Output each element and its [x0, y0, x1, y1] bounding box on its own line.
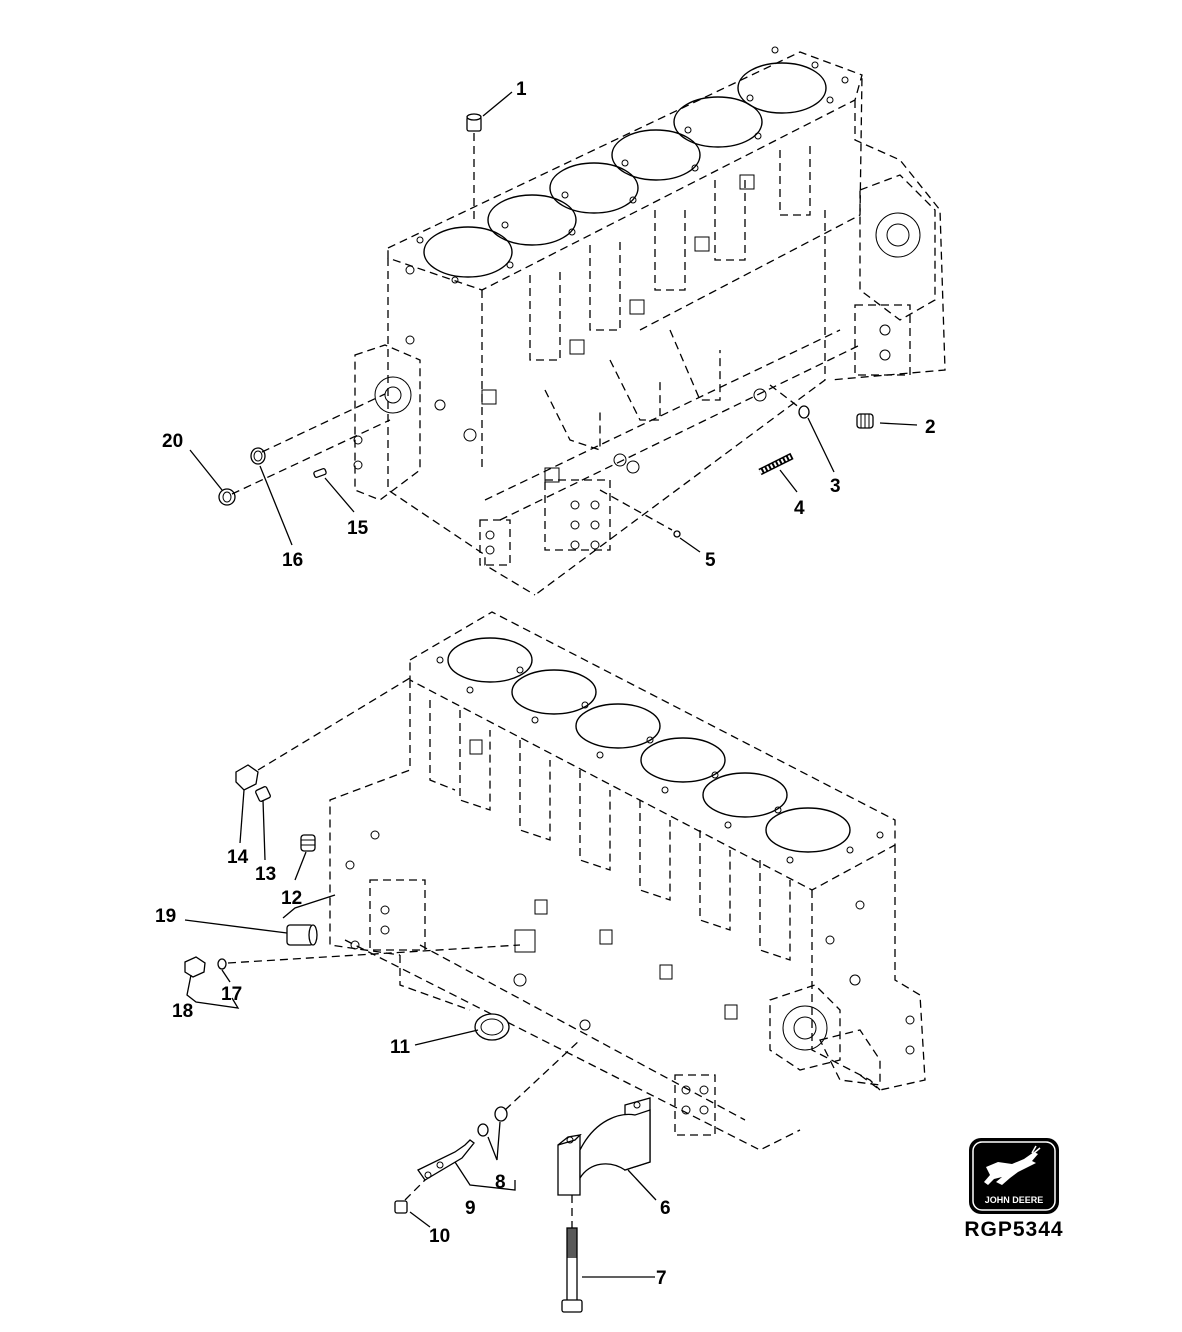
part-7-bolt — [561, 1195, 583, 1313]
part-3-nut — [769, 384, 810, 419]
callout-12: 12 — [281, 888, 302, 909]
callout-10: 10 — [429, 1226, 450, 1247]
part-8-o-rings — [477, 1039, 581, 1137]
logo-text: JOHN DEERE — [985, 1195, 1044, 1205]
callout-4: 4 — [794, 498, 805, 519]
callout-6: 6 — [660, 1198, 671, 1219]
callout-17: 17 — [221, 984, 242, 1005]
upper-cylinder-block — [353, 46, 946, 596]
callout-16: 16 — [282, 550, 303, 571]
part-10-bolt — [394, 1179, 426, 1214]
part-13-plug — [255, 786, 271, 802]
callout-15: 15 — [347, 518, 369, 539]
callout-13: 13 — [255, 864, 276, 885]
callout-3: 3 — [830, 476, 841, 497]
callout-7: 7 — [656, 1268, 667, 1289]
callout-11: 11 — [390, 1037, 411, 1058]
callout-9: 9 — [465, 1198, 476, 1219]
part-16-plug — [250, 447, 266, 465]
part-9-nozzle — [417, 1139, 475, 1181]
part-11-bushing — [474, 1013, 510, 1041]
callout-2: 2 — [925, 417, 936, 438]
callout-8: 8 — [495, 1172, 506, 1193]
callout-1: 1 — [516, 79, 527, 100]
part-5-plug — [599, 489, 681, 538]
part-1-plug — [466, 113, 482, 222]
part-4-stud — [758, 452, 794, 476]
callout-19: 19 — [155, 906, 176, 927]
callout-5: 5 — [705, 550, 716, 571]
leader-lines — [184, 91, 918, 1278]
john-deere-logo: JOHN DEERE — [968, 1137, 1060, 1215]
part-12-plug — [300, 834, 316, 852]
lower-cylinder-block — [329, 611, 926, 1151]
callout-labels: 1 2 3 4 5 6 7 8 9 10 11 12 13 14 15 16 1… — [155, 79, 936, 1289]
part-18-plug — [184, 956, 206, 978]
deer-icon — [984, 1145, 1041, 1185]
part-15-pin — [313, 468, 327, 478]
part-6-bearing-cap — [557, 1097, 651, 1196]
part-19-plug — [286, 924, 318, 946]
callout-20: 20 — [162, 431, 183, 452]
callout-14: 14 — [227, 847, 249, 868]
callout-18: 18 — [172, 1001, 193, 1022]
part-20-plug — [218, 488, 236, 506]
part-2-plug — [856, 413, 874, 429]
part-17-o-ring — [217, 958, 227, 970]
part-14-fitting — [235, 677, 411, 791]
figure-code: RGP5344 — [964, 1218, 1064, 1241]
